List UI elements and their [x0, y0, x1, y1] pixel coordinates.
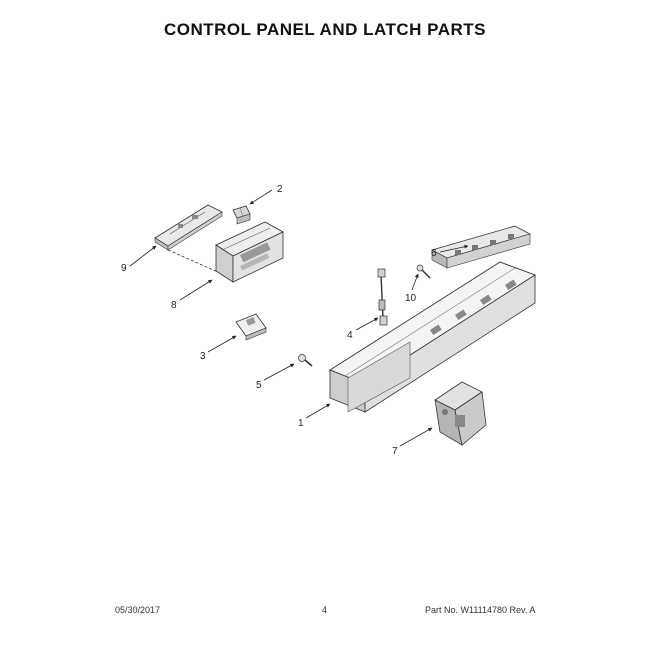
- part-4-wire-harness: [377, 268, 388, 326]
- part-6-ui-strip: [430, 225, 532, 269]
- callout-leaders: [129, 189, 469, 447]
- callout-8: 8: [171, 300, 177, 311]
- footer-part-number: Part No. W11114780 Rev. A: [425, 605, 536, 615]
- part-10-screw: [416, 264, 431, 279]
- part-5-screw: [298, 354, 313, 367]
- callout-5: 5: [256, 380, 262, 391]
- footer-page-number: 4: [322, 605, 328, 615]
- page-title: CONTROL PANEL AND LATCH PARTS: [163, 20, 487, 39]
- part-1-control-panel: [329, 261, 537, 413]
- part-2-clip: [232, 205, 251, 225]
- part-7-door-latch: [434, 381, 487, 446]
- part-3-pad: [235, 313, 267, 341]
- callout-2: 2: [277, 184, 283, 195]
- callout-6: 6: [431, 248, 437, 259]
- footer-date: 05/30/2017: [115, 605, 161, 615]
- callout-10: 10: [405, 293, 417, 304]
- part-9-bracket: [154, 204, 223, 251]
- callout-9: 9: [121, 263, 127, 274]
- callout-1: 1: [298, 418, 304, 429]
- callout-4: 4: [347, 330, 353, 341]
- part-8-control-board: [215, 221, 284, 283]
- callout-7: 7: [392, 446, 398, 457]
- dashed-connector: [167, 249, 219, 273]
- callout-3: 3: [200, 351, 206, 362]
